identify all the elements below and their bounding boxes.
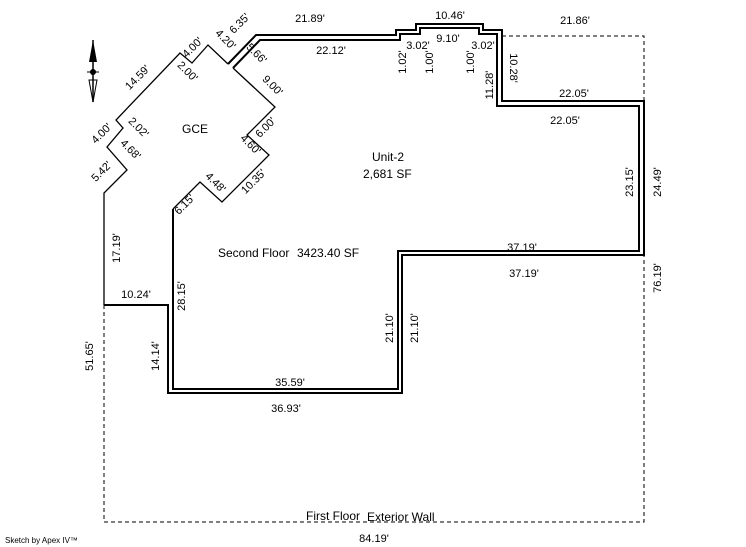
dimension-label: 37.19' (507, 242, 537, 254)
dimension-label: 3.02' (471, 40, 495, 52)
dimension-label: 23.15' (624, 167, 636, 197)
dimension-label: 11.28' (484, 71, 496, 100)
first-floor-exterior-wall (103, 255, 645, 523)
first-floor-label: First Floor (306, 509, 360, 523)
gce-outline-right (172, 67, 276, 210)
dimension-label: 10.46' (435, 10, 465, 22)
gce-dimension-label: 14.59' (123, 63, 152, 92)
second-floor-label: Second Floor (218, 246, 289, 260)
dimension-label: 1.02' (397, 50, 409, 74)
dimension-label: 36.93' (271, 403, 301, 415)
dimension-label: 1.00' (465, 50, 477, 74)
dimension-label: 3.02' (406, 40, 430, 52)
gce-dimension-label: 2.00' (175, 59, 200, 84)
dimension-label: 21.86' (560, 15, 590, 27)
dimension-label: 51.65' (84, 341, 96, 371)
dimension-label: 10.28' (507, 53, 519, 83)
dimension-label: 22.05' (559, 88, 589, 100)
gce-dimension-label: 4.48' (203, 170, 228, 195)
dimension-label: 24.49' (652, 167, 664, 197)
second-floor-area: 3423.40 SF (297, 246, 359, 260)
unit-name: Unit-2 (372, 150, 404, 164)
dimension-label: 9.10' (436, 33, 460, 45)
second-floor-inner-wall (172, 27, 640, 390)
north-arrow-icon (87, 40, 99, 103)
dimension-label: 14.14' (150, 341, 162, 371)
dimension-label: 37.19' (509, 268, 539, 280)
dimension-label: 76.19' (652, 263, 664, 293)
dimension-label: 21.89' (295, 13, 325, 25)
gce-outline (103, 44, 229, 305)
unit-area: 2,681 SF (363, 167, 412, 181)
gce-dimension-label: 4.00' (180, 35, 205, 60)
gce-dimension-label: 5.42' (89, 159, 114, 184)
dimension-label: 1.00' (424, 50, 436, 74)
gce-dimension-label: 6.35' (227, 11, 252, 36)
second-floor-outer-wall (104, 23, 645, 394)
gce-label: GCE (182, 122, 208, 136)
gce-dimension-label: 6.00' (253, 115, 278, 140)
dimension-label: 22.12' (316, 45, 346, 57)
dimension-label: 28.15' (176, 281, 188, 311)
dimension-label: 21.10' (384, 313, 396, 343)
dimension-label: 17.19' (111, 233, 123, 263)
gce-dimension-label: 2.02' (126, 115, 151, 140)
dimension-label: 35.59' (275, 377, 305, 389)
exterior-wall-label: Exterior Wall (367, 510, 435, 524)
gce-dimension-label: 6.15' (172, 192, 197, 217)
gce-dimension-label: 10.35' (239, 167, 268, 196)
dimension-label: 10.24' (121, 289, 151, 301)
dimension-label: 21.10' (409, 313, 421, 343)
dimension-label: 84.19' (359, 533, 389, 545)
gce-dimension-label: 9.00' (260, 73, 285, 98)
gce-dimension-label: 4.68' (118, 137, 143, 162)
sketch-credit: Sketch by Apex IV™ (5, 536, 78, 545)
dimension-label: 22.05' (550, 115, 580, 127)
first-floor-exterior-wall-top (502, 35, 645, 101)
